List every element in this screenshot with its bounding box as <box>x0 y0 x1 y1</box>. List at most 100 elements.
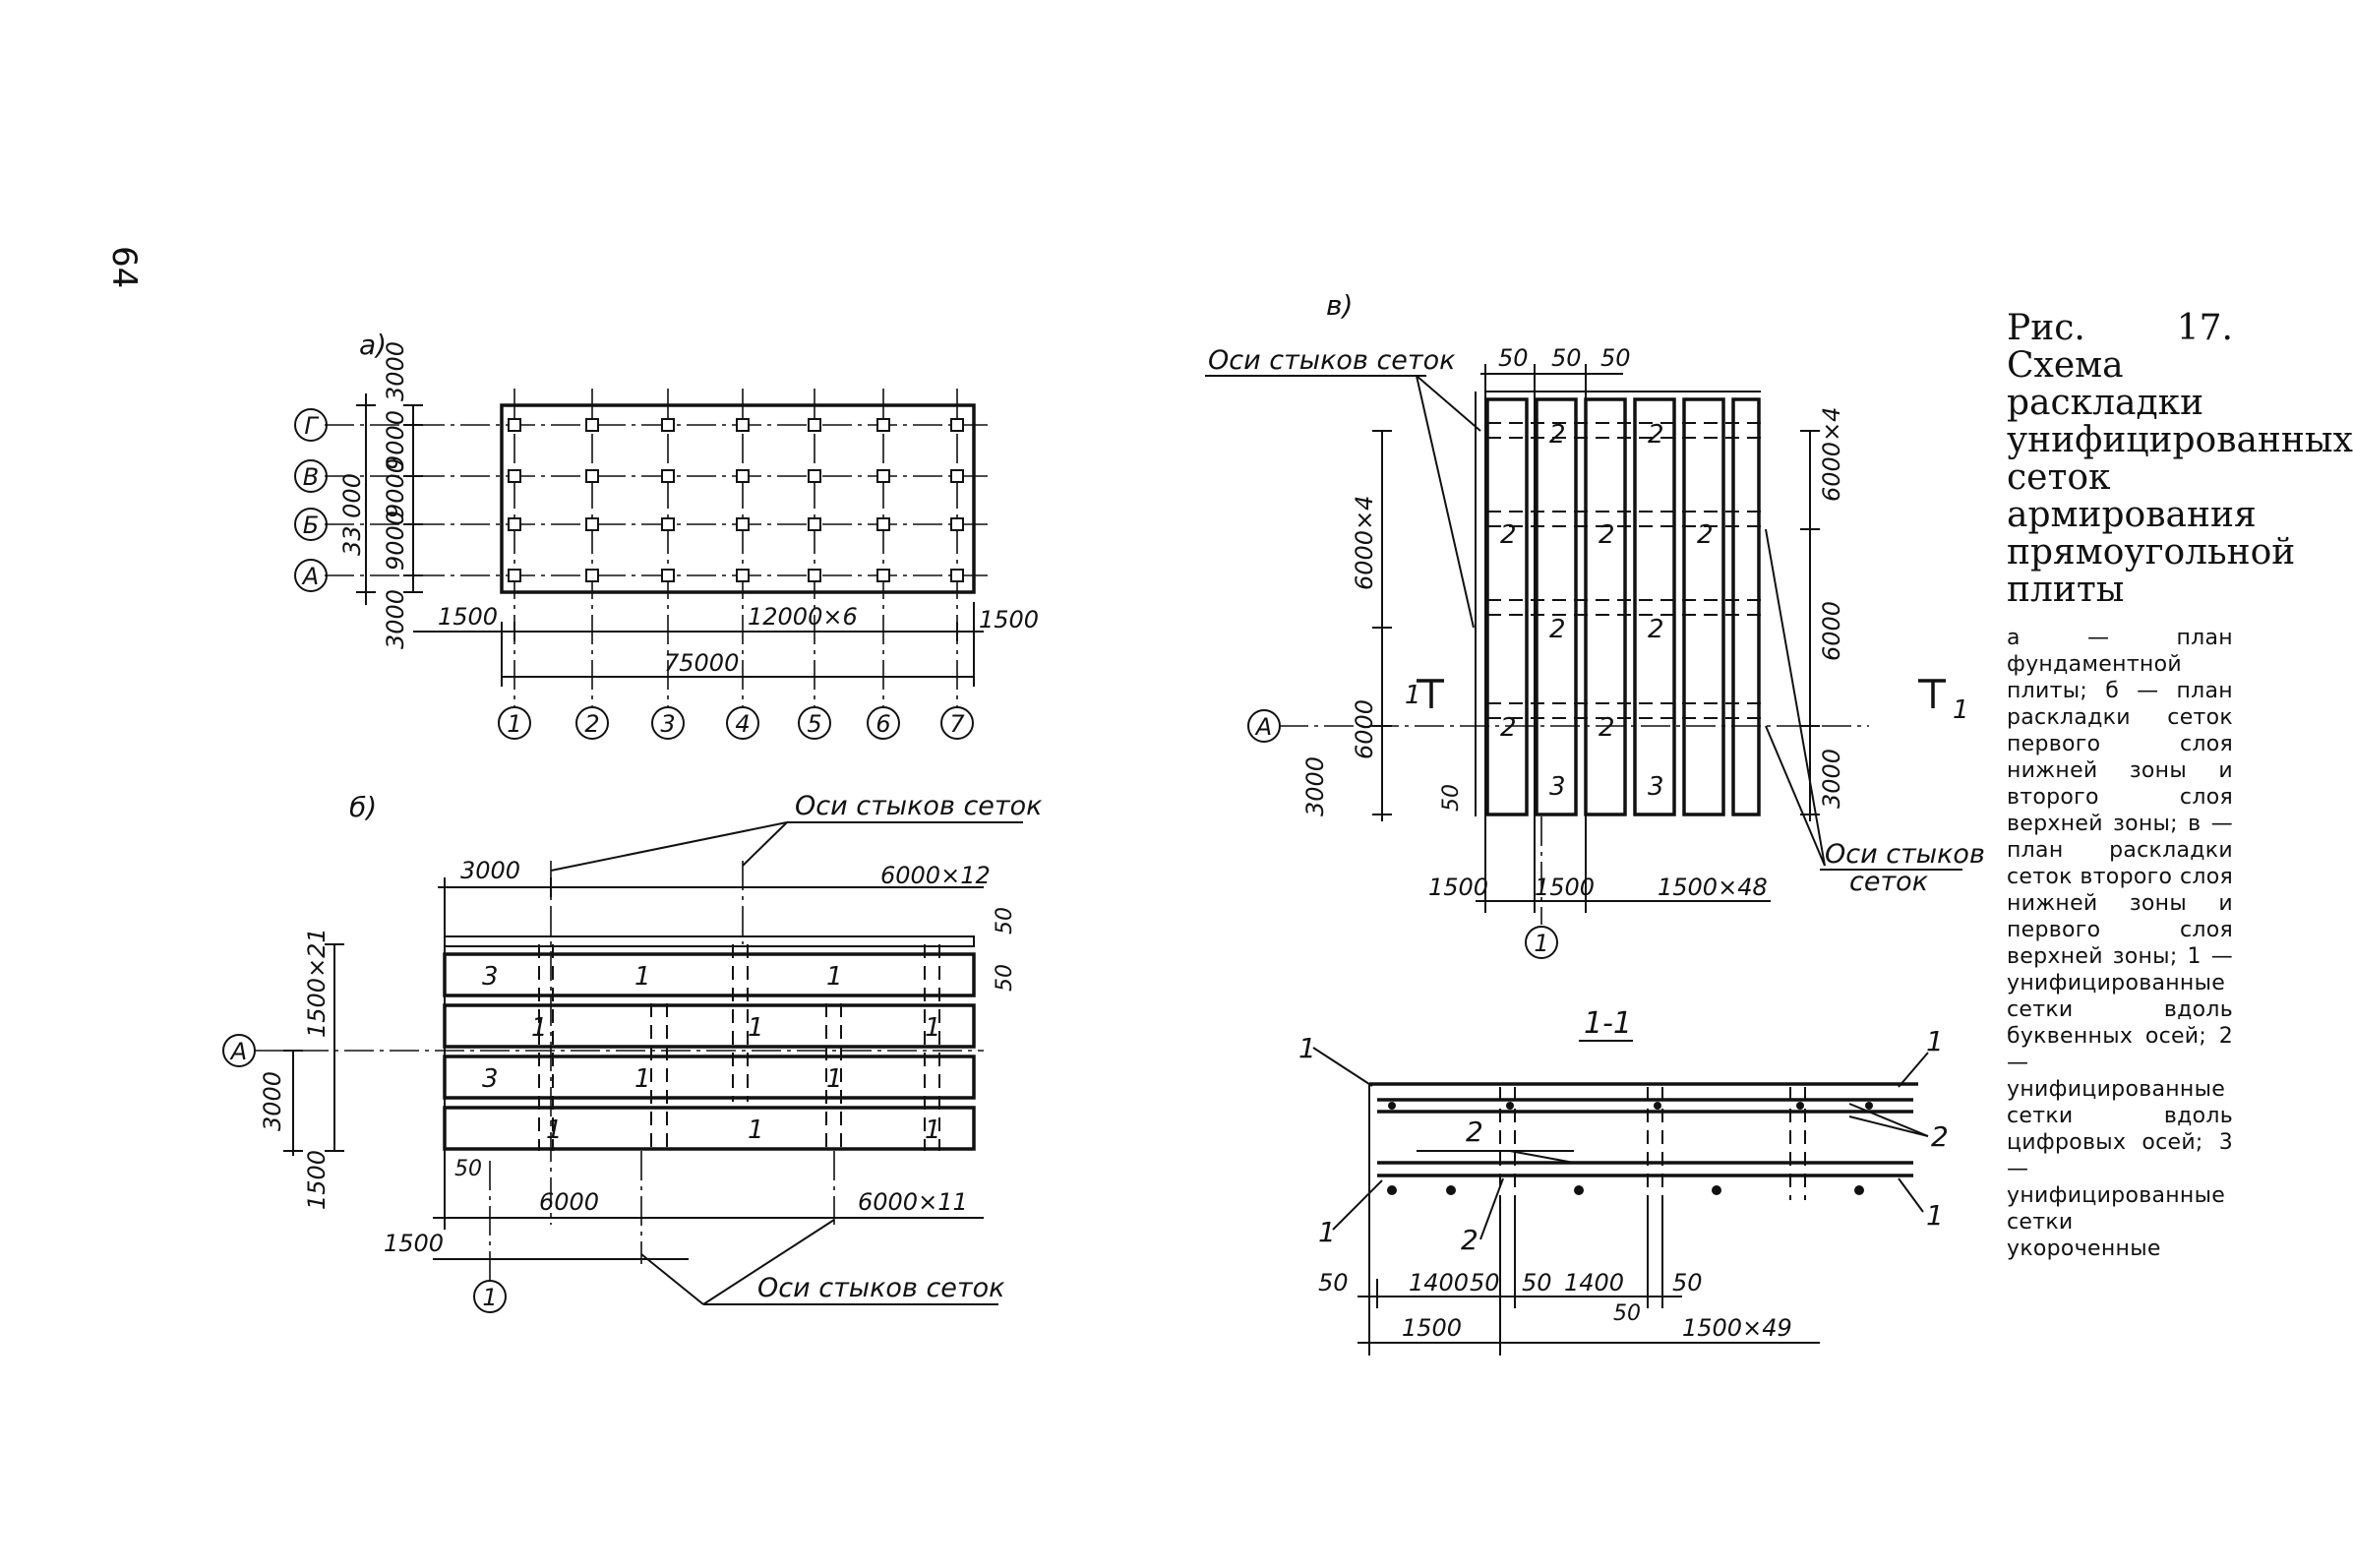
joint-label: сеток <box>1849 867 1929 897</box>
mesh-mark: 1 <box>826 1064 843 1094</box>
axis-label-1: 1 <box>482 1284 497 1311</box>
dim-text: 1400 <box>1409 1269 1469 1297</box>
dim-text: 6000×11 <box>858 1188 968 1216</box>
axis-bubble-A <box>1247 709 1281 743</box>
dim-text: 12000×6 <box>748 603 858 631</box>
dim-text: 1500×49 <box>1682 1314 1792 1342</box>
mesh-column <box>1731 397 1761 816</box>
dim-text: 1500 <box>303 1150 331 1210</box>
axis-label-6: 6 <box>875 710 890 738</box>
dim-text: 1500 <box>1535 874 1595 901</box>
mesh-mark: 2 <box>1599 713 1615 743</box>
mesh-column <box>1633 397 1676 816</box>
axis-label-A: А <box>229 1038 247 1065</box>
dim-text: 50 <box>993 907 1017 935</box>
axis-bubble-G <box>294 408 328 442</box>
joint-label: Оси стыков сеток <box>1208 345 1456 376</box>
section-mark: 2 <box>1461 1224 1478 1256</box>
mesh-mark: 3 <box>1648 772 1664 802</box>
mesh-column <box>1584 397 1627 816</box>
axis-label-A: А <box>1254 713 1272 741</box>
mesh-mark: 2 <box>1500 713 1517 743</box>
dim-text: 6000×4 <box>1818 407 1845 502</box>
mesh-mark: 3 <box>1549 772 1566 802</box>
dim-text: 6000×12 <box>880 862 991 889</box>
axis-bubble-V <box>294 459 328 493</box>
dim-ticks-h <box>501 602 975 687</box>
joint-label: Оси стыков сеток <box>757 1273 1005 1303</box>
dim-text: 6000 <box>1351 699 1378 759</box>
leader-line <box>1332 1179 1383 1231</box>
panel-a-label: a) <box>359 329 387 361</box>
dim-text: 50 <box>1600 344 1631 372</box>
mesh-mark: 1 <box>748 1013 764 1043</box>
mesh-mark: 2 <box>1648 615 1664 644</box>
dim-text: 9000 <box>382 511 409 571</box>
dim-text: 75000 <box>664 649 739 677</box>
panel-a: a) Г В Б А 1 2 <box>294 329 1039 740</box>
axis-bubble-7 <box>940 706 974 740</box>
axis-bubble-A <box>222 1034 256 1067</box>
leader-line <box>1765 528 1826 867</box>
mesh-mark: 1 <box>925 1013 941 1043</box>
dim-ticks <box>356 404 423 593</box>
leader-line <box>1509 1150 1575 1164</box>
columns <box>508 418 964 582</box>
dim-text: 1400 <box>1564 1269 1624 1297</box>
caption-title: Рис. 17. Схема раскладки унифицированных… <box>2007 308 2353 610</box>
mesh-row <box>443 1003 976 1049</box>
caption-legend: а — план фундаментной плиты; б — план ра… <box>2007 626 2233 1261</box>
axis-label-B: Б <box>303 512 319 539</box>
axis-label-7: 7 <box>949 710 965 738</box>
joint-label: Оси стыков сеток <box>795 791 1043 821</box>
mesh-mark: 2 <box>1599 520 1615 550</box>
panel-b-edge-strip <box>444 935 975 947</box>
dim-ticks <box>1372 364 1820 913</box>
panel-b-label: б) <box>349 791 377 823</box>
mesh-mark: 1 <box>531 1013 548 1043</box>
dim-text: 3000 <box>460 857 520 884</box>
axis-bubble-1 <box>1525 926 1558 959</box>
section-mark: 2 <box>1931 1120 1949 1153</box>
dim-text: 1500 <box>1402 1314 1462 1342</box>
joint-label: Оси стыков <box>1825 839 1985 870</box>
dim-text: 3000 <box>382 589 409 649</box>
mesh-row <box>443 952 976 997</box>
rebar-dots <box>1387 1102 1873 1195</box>
leader-line <box>1898 1052 1929 1088</box>
axis-bubble-6 <box>867 706 900 740</box>
dim-text: 1500×48 <box>1658 874 1768 901</box>
dim-text: 1500×21 <box>303 928 331 1038</box>
dim-text: 50 <box>1672 1269 1703 1297</box>
mesh-mark: 3 <box>482 962 499 992</box>
panel-a-slab-outline <box>500 403 976 594</box>
mesh-mark: 1 <box>826 962 843 992</box>
leader-line <box>1765 725 1826 867</box>
axis-bubble-A <box>294 559 328 592</box>
dim-text: 33 000 <box>338 473 366 556</box>
mesh-mark: 3 <box>482 1064 499 1094</box>
dim-text: 50 <box>1498 344 1529 372</box>
mesh-mark: 1 <box>748 1116 764 1145</box>
axis-bubble-1 <box>498 706 531 740</box>
section-mark: 1 <box>1318 1216 1336 1248</box>
dim-text: 9000 <box>382 458 409 518</box>
axis-label-3: 3 <box>660 710 675 738</box>
mesh-mark: 1 <box>925 1116 941 1145</box>
axis-label-V: В <box>303 463 319 491</box>
dim-text: 6000×4 <box>1351 496 1378 590</box>
mesh-column <box>1535 397 1578 816</box>
panel-v-label: в) <box>1326 289 1353 322</box>
section-mark: 1 <box>1926 1025 1944 1057</box>
leader-line <box>1898 1177 1924 1213</box>
section-mark: 1 <box>1953 695 1969 725</box>
dim-text: 1500 <box>384 1230 444 1257</box>
mesh-mark: 1 <box>546 1116 563 1145</box>
mesh-mark: 2 <box>1697 520 1714 550</box>
axis-bubble-4 <box>726 706 759 740</box>
mesh-joints <box>538 944 940 1151</box>
axis-label-1: 1 <box>1534 930 1548 957</box>
dim-text: 50 <box>1470 1269 1500 1297</box>
axis-label-G: Г <box>304 412 319 440</box>
mesh-mark: 1 <box>634 1064 651 1094</box>
